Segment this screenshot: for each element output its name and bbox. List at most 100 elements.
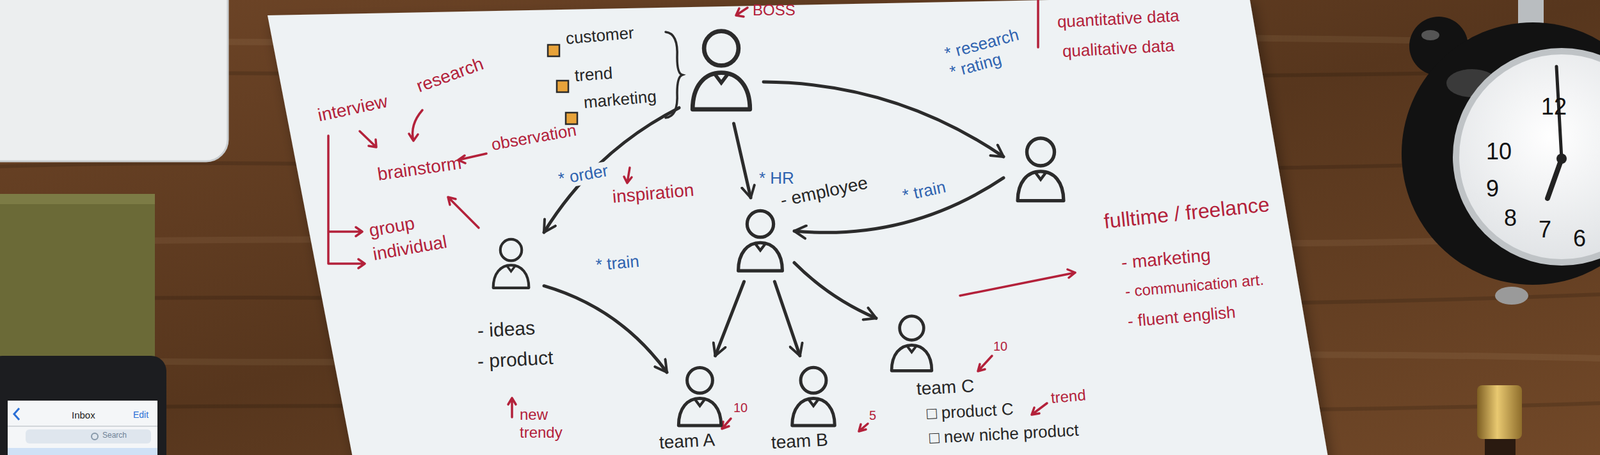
brace bbox=[665, 32, 683, 118]
figure-body bbox=[678, 398, 721, 426]
red-arrows-part bbox=[858, 423, 868, 432]
figure-body bbox=[692, 72, 751, 110]
figure-head bbox=[1026, 138, 1055, 166]
alarm-clock-part bbox=[1452, 48, 1600, 266]
connector-arrow bbox=[763, 81, 1004, 157]
figure-head bbox=[800, 367, 827, 393]
person-node bbox=[1009, 132, 1072, 205]
connector-arrow bbox=[794, 263, 877, 319]
figure-head bbox=[746, 210, 774, 237]
figure-body bbox=[891, 344, 932, 371]
note-text: quantitative data bbox=[1056, 6, 1180, 32]
figure-body bbox=[493, 264, 530, 288]
alarm-clock-part bbox=[1421, 30, 1440, 41]
callout-number: 10 bbox=[733, 400, 748, 416]
person-figure bbox=[732, 204, 788, 276]
figure-collar bbox=[714, 74, 728, 83]
alarm-clock-part bbox=[1547, 158, 1562, 199]
figure-body bbox=[792, 398, 836, 426]
alarm-clock-part bbox=[1495, 286, 1529, 305]
red-arrows-part bbox=[721, 418, 731, 429]
note-item: - fluent english bbox=[1127, 302, 1237, 332]
note-text: brainstorm bbox=[376, 152, 463, 185]
red-arrows-part bbox=[977, 355, 992, 372]
phone-part bbox=[91, 433, 98, 440]
person-node: team C□ product C□ new niche product bbox=[882, 311, 941, 374]
phone-part bbox=[7, 400, 158, 455]
person-figure bbox=[1009, 132, 1072, 205]
clock-numeral: 6 bbox=[1573, 225, 1586, 252]
list-item: trend bbox=[574, 64, 614, 86]
clock-numeral: 9 bbox=[1486, 175, 1499, 202]
paper-sheet-part bbox=[267, 0, 1329, 455]
connector-arrow bbox=[734, 123, 752, 198]
figure-collar bbox=[695, 399, 705, 406]
red-arrows-part bbox=[1036, 0, 1040, 48]
red-arrows-part bbox=[408, 110, 423, 141]
red-arrows-part bbox=[328, 135, 365, 269]
person-figure bbox=[673, 362, 727, 429]
person-node: team A bbox=[673, 362, 727, 429]
node-heading: BOSS bbox=[752, 1, 796, 20]
person-node: team B bbox=[785, 362, 842, 429]
node-note: □ product C bbox=[926, 400, 1014, 424]
wax-seal-stamp-part bbox=[1484, 439, 1516, 455]
node-note: □ new niche product bbox=[928, 421, 1080, 448]
laptop bbox=[0, 0, 228, 162]
figure-collar bbox=[1035, 172, 1046, 180]
phone-part bbox=[25, 429, 152, 444]
note-text: group bbox=[367, 213, 416, 242]
callout-number: 10 bbox=[993, 339, 1008, 354]
figure-collar bbox=[808, 399, 819, 406]
node-heading: * HR bbox=[759, 168, 795, 189]
clock-numeral: 8 bbox=[1504, 204, 1517, 232]
clock-numeral: 12 bbox=[1541, 93, 1567, 120]
clock-numeral: 10 bbox=[1486, 138, 1512, 165]
paper-sheet bbox=[267, 0, 1329, 455]
person-figure bbox=[785, 362, 842, 429]
note-text: trend bbox=[1050, 385, 1087, 407]
checkboxes-part bbox=[556, 80, 569, 93]
alarm-clock-part bbox=[1556, 153, 1567, 164]
person-figure bbox=[484, 234, 538, 291]
wax-seal-stamp-part bbox=[1477, 385, 1522, 440]
node-heading: team B bbox=[770, 429, 829, 454]
phone-part bbox=[7, 425, 158, 427]
edge-label: * train bbox=[593, 252, 642, 276]
phone bbox=[0, 355, 167, 455]
notebook-part bbox=[0, 193, 155, 205]
red-arrows-part bbox=[508, 398, 516, 418]
red-arrows bbox=[328, 0, 1076, 432]
note-text: inspiration bbox=[611, 179, 696, 208]
figure-body bbox=[738, 242, 783, 271]
alarm-clock bbox=[1401, 0, 1600, 305]
wax-seal-stamp bbox=[1477, 385, 1522, 455]
connector-arrow bbox=[715, 281, 745, 356]
figure-collar bbox=[906, 346, 916, 352]
node-note: - product bbox=[476, 346, 554, 374]
alarm-clock-part bbox=[1518, 0, 1544, 26]
edge-label: * order bbox=[554, 161, 612, 190]
red-arrows-part bbox=[1031, 403, 1048, 415]
red-arrows-part bbox=[448, 197, 479, 228]
phone-part bbox=[7, 448, 158, 455]
red-arrows-part bbox=[624, 167, 632, 184]
figure-collar bbox=[755, 243, 765, 251]
edge-label: * research * rating bbox=[940, 23, 1034, 82]
phone-part bbox=[0, 355, 167, 455]
phone-button: Edit bbox=[133, 409, 149, 420]
alarm-clock-part bbox=[1459, 54, 1600, 260]
person-figure bbox=[882, 311, 941, 374]
person-node: BOSS bbox=[685, 20, 758, 118]
connectors bbox=[544, 81, 1004, 373]
checkboxes bbox=[547, 44, 578, 125]
note-text: new trendy bbox=[519, 405, 566, 441]
list-item: customer bbox=[565, 23, 635, 49]
figure-head bbox=[687, 367, 713, 393]
phone-title: Inbox bbox=[71, 409, 96, 421]
figure-body bbox=[1017, 171, 1064, 201]
